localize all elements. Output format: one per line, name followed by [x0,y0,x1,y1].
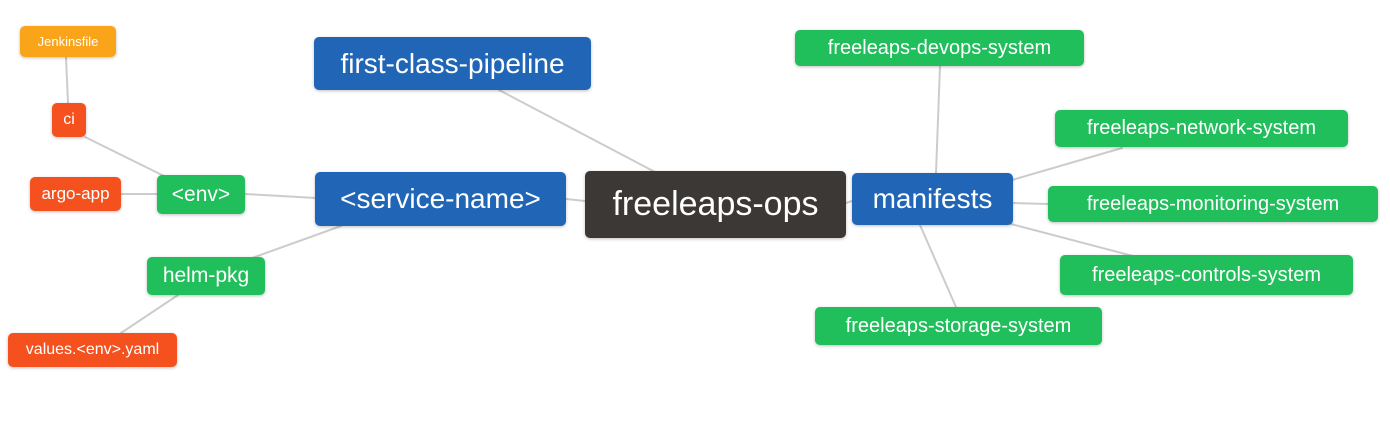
edge-manifests-storage [919,224,957,308]
node-values-env-yaml[interactable]: values.<env>.yaml [8,333,177,367]
node-manifests[interactable]: manifests [852,173,1013,225]
edge-jenkinsfile-ci [65,56,69,104]
edge-manifests-network [1011,147,1123,181]
node-controls-system[interactable]: freeleaps-controls-system [1060,255,1353,295]
node-storage-system[interactable]: freeleaps-storage-system [815,307,1102,345]
edge-root-manifests [845,200,853,204]
node-env[interactable]: <env> [157,175,245,214]
edge-manifests-controls [1010,223,1134,257]
edge-pipeline-root [498,89,656,173]
node-network-system[interactable]: freeleaps-network-system [1055,110,1348,147]
edge-helm-pkg-service-name [251,225,342,259]
node-jenkinsfile[interactable]: Jenkinsfile [20,26,116,57]
edge-manifests-devops [935,65,941,174]
edge-values-helm-pkg [120,294,179,334]
node-ci[interactable]: ci [52,103,86,137]
node-freeleaps-ops-root[interactable]: freeleaps-ops [585,171,846,238]
node-devops-system[interactable]: freeleaps-devops-system [795,30,1084,66]
node-monitoring-system[interactable]: freeleaps-monitoring-system [1048,186,1378,222]
node-argo-app[interactable]: argo-app [30,177,121,211]
node-first-class-pipeline[interactable]: first-class-pipeline [314,37,591,90]
node-service-name[interactable]: <service-name> [315,172,566,226]
edge-ci-env [84,136,165,177]
node-helm-pkg[interactable]: helm-pkg [147,257,265,295]
edge-manifests-monitoring [1012,202,1049,205]
edge-env-service-name [244,193,317,199]
edge-service-name-root [565,198,586,202]
